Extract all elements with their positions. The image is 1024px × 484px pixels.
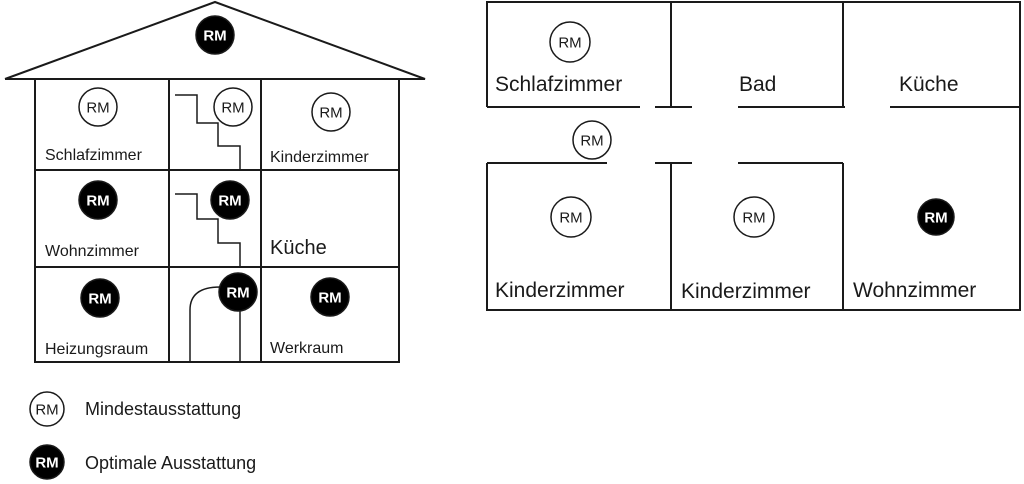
floorplan-marker-hallway-minimum-circle xyxy=(572,120,612,160)
house-label-schlafzimmer: Schlafzimmer xyxy=(45,147,143,164)
house-label-kueche: Küche xyxy=(270,237,327,259)
house-marker-schlafzimmer-minimum-circle xyxy=(78,87,118,127)
house-marker-entrance-optimal: RM xyxy=(218,272,258,312)
house-marker-roof-optimal-label: RM xyxy=(203,28,226,45)
floorplan-marker-wohnzimmer-optimal-label: RM xyxy=(924,210,947,227)
house-marker-entrance-optimal-label: RM xyxy=(226,285,249,302)
floorplan-marker-kinderzimmer-middle-minimum-label: RM xyxy=(742,210,765,227)
floorplan-marker-kinderzimmer-left-minimum: RM xyxy=(550,196,592,238)
floorplan-label-bad: Bad xyxy=(739,73,776,96)
house-marker-werkraum-optimal-label: RM xyxy=(318,290,341,307)
house-outline xyxy=(34,78,400,363)
house-marker-schlafzimmer-minimum-label: RM xyxy=(86,100,109,117)
house-marker-stairs-top-minimum: RM xyxy=(213,87,253,127)
legend-label-optimal: Optimale Ausstattung xyxy=(85,453,256,473)
floorplan-label-kinderzimmer-middle: Kinderzimmer xyxy=(681,280,811,303)
floorplan-marker-kinderzimmer-middle-minimum-circle xyxy=(733,196,775,238)
house-label-heizungsraum: Heizungsraum xyxy=(45,341,148,358)
legend-label-minimum: Mindestausstattung xyxy=(85,399,241,419)
floorplan-label-wohnzimmer: Wohnzimmer xyxy=(853,279,976,302)
floorplan-marker-kinderzimmer-left-minimum-circle xyxy=(550,196,592,238)
house-marker-wohnzimmer-optimal-label: RM xyxy=(86,193,109,210)
legend: Mindestausstattung Optimale Ausstattung xyxy=(85,399,256,473)
floorplan-label-kueche: Küche xyxy=(899,73,959,96)
house-marker-roof-optimal-circle xyxy=(195,15,235,55)
house-marker-werkraum-optimal-circle xyxy=(310,277,350,317)
floorplan-marker-hallway-minimum-label: RM xyxy=(580,133,603,150)
legend-marker-optimal: RM xyxy=(29,444,65,480)
floorplan-outline xyxy=(486,1,1021,311)
legend-marker-minimum-circle xyxy=(29,391,65,427)
house-marker-roof-optimal: RM xyxy=(195,15,235,55)
house-label-werkraum: Werkraum xyxy=(270,340,344,357)
legend-marker-optimal-circle xyxy=(29,444,65,480)
legend-marker-optimal-label: RM xyxy=(35,455,58,472)
house-marker-stairs-middle-optimal-label: RM xyxy=(218,193,241,210)
floorplan-marker-schlafzimmer-minimum-circle xyxy=(549,21,591,63)
floorplan-marker-wohnzimmer-optimal: RM xyxy=(917,198,955,236)
house-marker-wohnzimmer-optimal: RM xyxy=(78,180,118,220)
legend-marker-minimum: RM xyxy=(29,391,65,427)
floorplan-marker-kinderzimmer-middle-minimum: RM xyxy=(733,196,775,238)
floorplan-marker-hallway-minimum: RM xyxy=(572,120,612,160)
house-marker-wohnzimmer-optimal-circle xyxy=(78,180,118,220)
house-label-kinderzimmer: Kinderzimmer xyxy=(270,149,369,166)
floorplan-marker-kinderzimmer-left-minimum-label: RM xyxy=(559,210,582,227)
floorplan-label-kinderzimmer-left: Kinderzimmer xyxy=(495,279,625,302)
stairs-upper xyxy=(175,94,241,170)
floorplan-marker-schlafzimmer-minimum-label: RM xyxy=(558,35,581,52)
house-marker-stairs-middle-optimal-circle xyxy=(210,180,250,220)
house-marker-stairs-middle-optimal: RM xyxy=(210,180,250,220)
house-marker-schlafzimmer-minimum: RM xyxy=(78,87,118,127)
stairs-middle xyxy=(175,193,241,267)
floorplan-marker-wohnzimmer-optimal-circle xyxy=(917,198,955,236)
house-label-wohnzimmer: Wohnzimmer xyxy=(45,243,140,260)
house-marker-kinderzimmer-minimum-circle xyxy=(311,92,351,132)
house-marker-werkraum-optimal: RM xyxy=(310,277,350,317)
floorplan-label-schlafzimmer: Schlafzimmer xyxy=(495,73,622,96)
house-marker-kinderzimmer-minimum-label: RM xyxy=(319,105,342,122)
smoke-detector-markers: RM RM RM RM RM RM RM RM RM RM RM RM RM RM RM RM xyxy=(29,15,955,480)
house-marker-kinderzimmer-minimum: RM xyxy=(311,92,351,132)
house-marker-stairs-top-minimum-circle xyxy=(213,87,253,127)
house-marker-stairs-top-minimum-label: RM xyxy=(221,100,244,117)
house-marker-heizungsraum-optimal: RM xyxy=(80,278,120,318)
floorplan-marker-schlafzimmer-minimum: RM xyxy=(549,21,591,63)
house-marker-heizungsraum-optimal-circle xyxy=(80,278,120,318)
house-marker-heizungsraum-optimal-label: RM xyxy=(88,291,111,308)
house-cross-section: Schlafzimmer Kinderzimmer Wohnzimmer Küc… xyxy=(4,0,426,363)
floor-plan: Schlafzimmer Bad Küche Kinderzimmer Kind… xyxy=(486,1,1021,311)
house-marker-entrance-optimal-circle xyxy=(218,272,258,312)
legend-marker-minimum-label: RM xyxy=(35,402,58,419)
